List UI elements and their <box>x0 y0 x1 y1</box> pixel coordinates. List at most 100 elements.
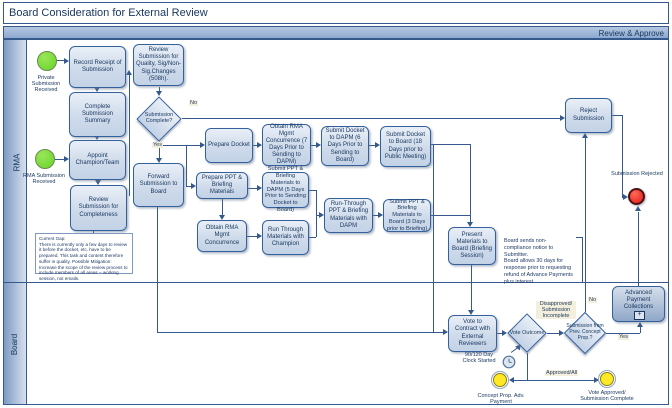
annotation-line <box>93 230 94 233</box>
task-submit-ppt-dapm[interactable]: Submit PPT & Briefing Materials to DAPM … <box>262 166 309 213</box>
arrowhead <box>64 156 69 162</box>
start-event-rma-submission[interactable] <box>35 149 55 169</box>
task-vote-contract[interactable]: Vote to Contract with External Reviewers <box>448 315 497 352</box>
flow-line <box>431 215 470 216</box>
flow-line <box>497 333 503 334</box>
flow-line <box>248 188 257 189</box>
task-obtain-concurrence-7days[interactable]: Obtain RMA Mgmt Concurrence (7 Days Prio… <box>262 124 311 166</box>
arrowhead <box>582 133 588 138</box>
flow-line <box>316 190 317 237</box>
task-forward-submission[interactable]: Forward Submission to Board <box>133 163 184 207</box>
task-review-quality[interactable]: Review Submission for Quality, Sig/Non-S… <box>133 44 184 86</box>
arrowhead <box>126 70 132 75</box>
arrowhead <box>257 233 262 239</box>
arrowhead <box>375 142 380 148</box>
arrowhead <box>257 142 262 148</box>
arrowhead <box>156 158 162 163</box>
intermediate-event-concept-label: Concept Prop. Adv. Payment <box>477 393 525 406</box>
flow-line <box>186 145 187 186</box>
start-event-private-label: Private Submission Received <box>31 75 61 94</box>
flow-line <box>431 144 470 145</box>
task-prepare-ppt[interactable]: Prepare PPT & Briefing Materials <box>196 172 248 199</box>
task-review-completeness[interactable]: Review Submission for Completeness <box>70 185 127 231</box>
flow-line <box>57 60 64 61</box>
arrowhead <box>637 322 643 327</box>
flow-line <box>514 380 528 381</box>
task-appoint-champion[interactable]: Appoint Champion/Team <box>69 140 126 180</box>
arrowhead <box>319 212 324 218</box>
task-record-receipt[interactable]: Record Receipt of Submission <box>69 46 126 88</box>
flow-line <box>182 118 560 119</box>
arrowhead <box>467 222 473 227</box>
gateway-vote-outcome-label: Vote Outcome <box>509 330 545 336</box>
page-title: Board Consideration for External Review <box>9 7 208 19</box>
task-prepare-docket[interactable]: Prepare Docket <box>205 128 253 163</box>
flow-line <box>55 159 64 160</box>
lane-divider <box>3 282 669 283</box>
edge-label-no2: No <box>588 297 598 304</box>
arrowhead <box>443 329 448 335</box>
end-event-submission-rejected[interactable] <box>628 188 645 205</box>
task-submit-ppt-board[interactable]: Submit PPT & Briefing Materials to Board… <box>383 199 431 232</box>
flow-line <box>316 215 320 216</box>
arrowhead <box>378 212 383 218</box>
arrowhead <box>509 377 514 383</box>
arrowhead <box>64 58 69 64</box>
task-run-through-champion[interactable]: Run Through Materials with Champion <box>262 220 309 255</box>
arrowhead <box>200 142 205 148</box>
edge-label-yes: Yes <box>152 142 163 149</box>
gateway-submission-complete-label: Submission Complete? <box>144 112 174 125</box>
task-run-through-dapm[interactable]: Run-Through PPT & Briefing Materials wit… <box>324 198 373 233</box>
lane-rma-label: RMA <box>12 153 22 172</box>
flow-line <box>369 145 375 146</box>
timer-event[interactable] <box>502 355 516 369</box>
flow-line <box>527 353 528 380</box>
flow-line <box>309 237 316 238</box>
subprocess-plus-marker: + <box>634 311 645 320</box>
annotation-current-gap: Current Gap: There is currently only a f… <box>35 233 133 281</box>
start-event-private-submission[interactable] <box>37 51 57 71</box>
flow-line <box>433 144 434 332</box>
arrowhead <box>316 142 321 148</box>
intermediate-event-vote-approved[interactable] <box>600 372 614 386</box>
edge-label-yes2: Yes <box>618 334 629 341</box>
arrowhead <box>559 330 564 336</box>
flow-line <box>157 332 443 333</box>
edge-label-disapproved: Disapproved/ Submission Incomplete <box>536 301 576 320</box>
intermediate-event-concept-payment[interactable] <box>493 373 507 387</box>
arrowhead <box>191 183 196 189</box>
flow-line <box>129 75 130 196</box>
flow-line <box>547 333 560 334</box>
timer-event-label: 90/120 Day Clock Started <box>462 352 496 365</box>
flow-line <box>159 87 160 92</box>
task-present-materials[interactable]: Present Materials to Board (Briefing Ses… <box>448 227 496 265</box>
annotation-board-notice: Board sends non-compliance notice to Sub… <box>504 238 573 285</box>
task-submit-docket-dapm[interactable]: Submit Docket to DAPM (6 Days Prior to S… <box>321 126 369 166</box>
arrowhead <box>468 310 474 315</box>
arrowhead <box>95 180 101 185</box>
arrowhead <box>560 115 565 121</box>
arrowhead <box>594 377 599 383</box>
arrowhead <box>635 206 641 211</box>
phase-label: Review & Approve <box>598 29 664 38</box>
task-submit-docket-board[interactable]: Submit Docket to Board (18 Days prior to… <box>380 126 431 167</box>
flow-line <box>253 145 258 146</box>
end-event-rejected-label: Submission Rejected <box>611 171 663 177</box>
task-obtain-concurrence[interactable]: Obtain RMA Mgmt Concurrence <box>197 220 247 252</box>
task-complete-summary[interactable]: Complete Submission Summary <box>69 92 126 137</box>
flow-line <box>612 115 622 116</box>
annotation-bracket <box>576 237 583 283</box>
flow-line <box>640 327 641 333</box>
phase-band: Review & Approve <box>3 26 669 39</box>
arrowhead <box>94 135 100 140</box>
flow-line <box>247 236 257 237</box>
flow-line <box>186 186 191 187</box>
task-reject-submission[interactable]: Reject Submission <box>565 98 612 133</box>
flow-line <box>222 199 223 215</box>
arrowhead <box>156 91 162 96</box>
edge-label-no: No <box>189 100 199 107</box>
flow-line <box>159 142 160 158</box>
arrowhead <box>623 194 628 200</box>
flow-line <box>373 215 378 216</box>
